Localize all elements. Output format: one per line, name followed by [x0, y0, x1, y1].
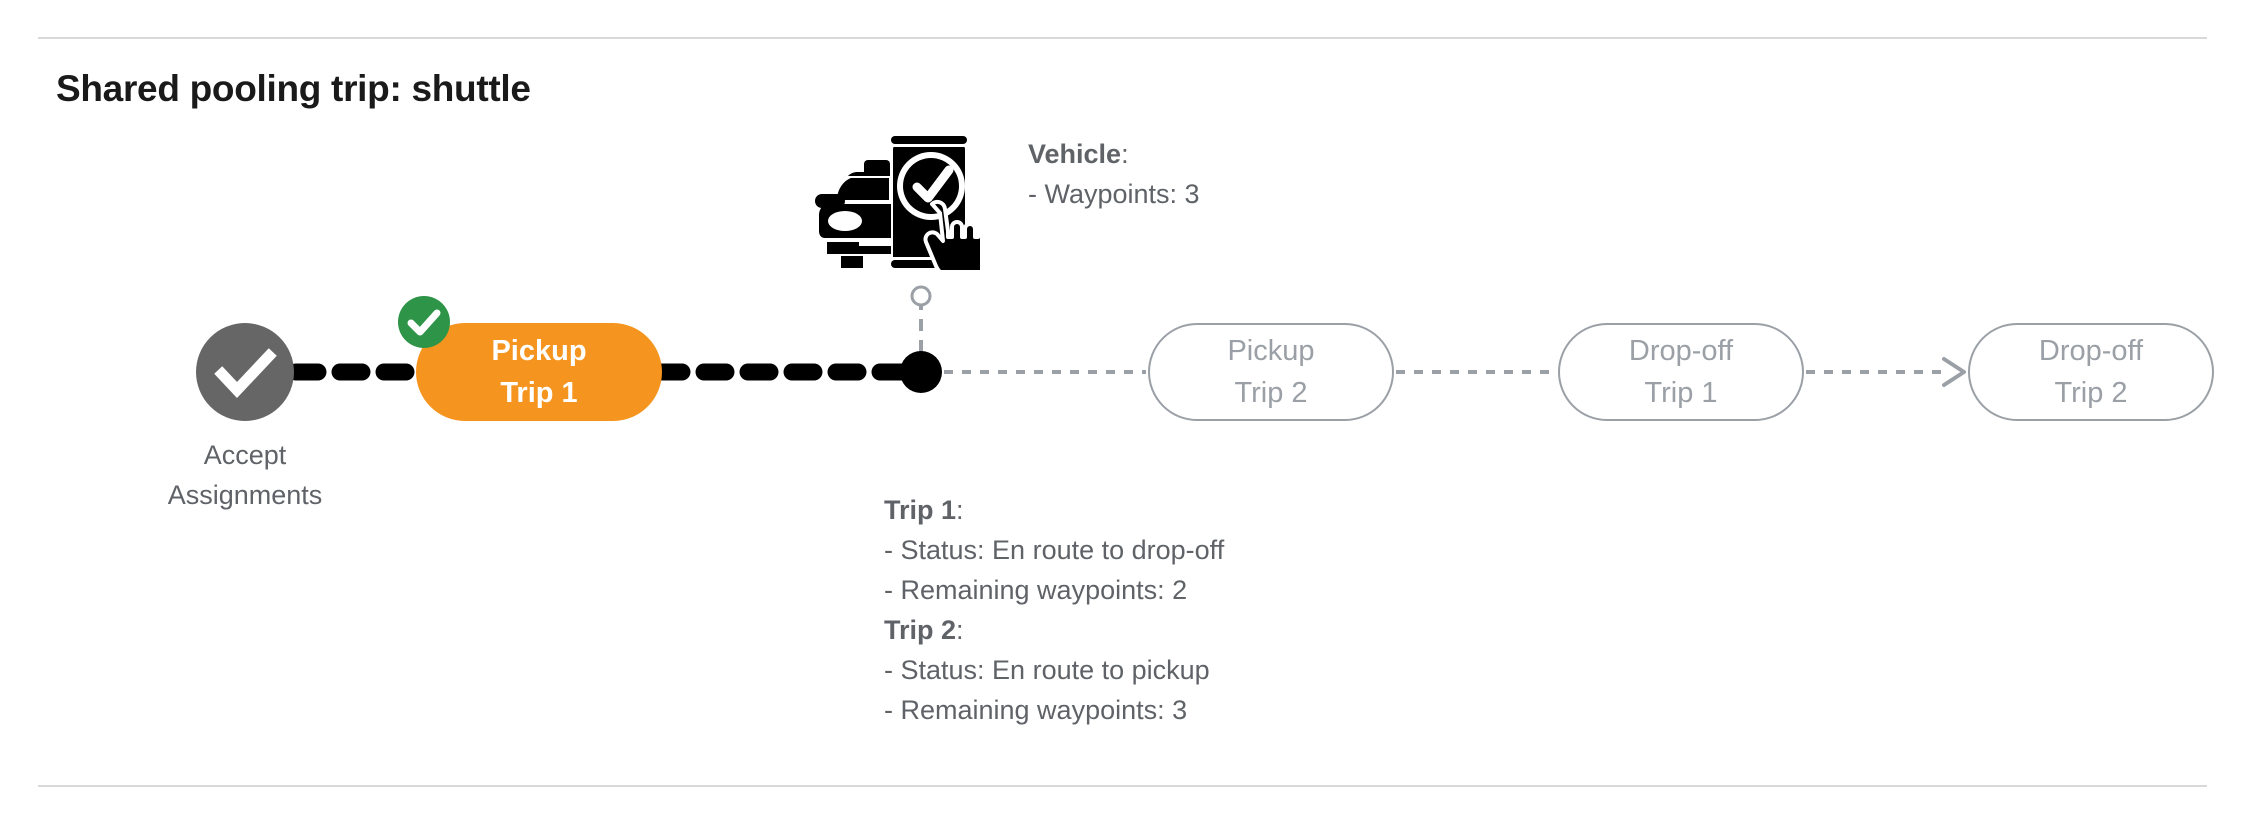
- page-title: Shared pooling trip: shuttle: [56, 68, 531, 109]
- trip1-heading: Trip 1:: [884, 490, 1224, 530]
- trip2-status-value: En route to pickup: [992, 655, 1210, 685]
- node-dropoff-trip-2[interactable]: Drop-off Trip 2: [1968, 323, 2214, 421]
- trip-info-block: Trip 1: - Status: En route to drop-off -…: [884, 490, 1224, 730]
- accept-check-circle: [196, 323, 294, 421]
- trip2-waypoints-value: 3: [1172, 695, 1188, 725]
- node-pickup-trip-1[interactable]: Pickup Trip 1: [416, 323, 662, 421]
- trip1-heading-colon: :: [956, 495, 964, 525]
- dropoff-trip-1-line2: Trip 1: [1644, 377, 1718, 409]
- vehicle-waypoints-label: - Waypoints:: [1028, 179, 1185, 209]
- trip1-status: - Status: En route to drop-off: [884, 530, 1224, 570]
- vehicle-app-check-icon: [815, 118, 990, 280]
- pickup-trip-2-line2: Trip 2: [1234, 377, 1308, 409]
- trip1-heading-text: Trip 1: [884, 495, 957, 525]
- trip2-waypoints-label: - Remaining waypoints:: [884, 695, 1173, 725]
- vehicle-info-heading: Vehicle:: [1028, 134, 1200, 174]
- top-divider: [38, 37, 2207, 39]
- trip2-waypoints: - Remaining waypoints: 3: [884, 690, 1224, 730]
- accept-assignments-label: Accept Assignments: [106, 435, 384, 515]
- dropoff-trip-2-line1: Drop-off: [2038, 335, 2144, 367]
- vehicle-app-check-glyph: [815, 136, 990, 280]
- vehicle-info-heading-colon: :: [1121, 139, 1129, 169]
- vehicle-waypoints-value: 3: [1184, 179, 1200, 209]
- node-pickup-trip-2[interactable]: Pickup Trip 2: [1148, 323, 1394, 421]
- pickup-trip-1-completed-badge: [398, 296, 450, 348]
- trip1-waypoints: - Remaining waypoints: 2: [884, 570, 1224, 610]
- node-accept-assignments[interactable]: Accept Assignments: [168, 323, 322, 510]
- accept-label-line2: Assignments: [167, 480, 323, 510]
- node-dropoff-trip-1[interactable]: Drop-off Trip 1: [1558, 323, 1804, 421]
- arrowhead-icon: [1942, 357, 1966, 387]
- pickup-trip-2-line1: Pickup: [1227, 335, 1315, 367]
- trip2-heading-text: Trip 2: [884, 615, 957, 645]
- dropoff-trip-1-line1: Drop-off: [1628, 335, 1734, 367]
- trip2-heading-colon: :: [956, 615, 964, 645]
- bottom-divider: [38, 785, 2207, 787]
- pickup-trip-1-line2: Trip 1: [500, 377, 578, 409]
- trip1-status-label: - Status:: [884, 535, 993, 565]
- trip2-heading: Trip 2:: [884, 610, 1224, 650]
- trip1-waypoints-label: - Remaining waypoints:: [884, 575, 1173, 605]
- dropoff-trip-2-line2: Trip 2: [2054, 377, 2128, 409]
- trip2-status: - Status: En route to pickup: [884, 650, 1224, 690]
- check-circle-icon: [214, 348, 277, 399]
- vehicle-position-marker[interactable]: [900, 351, 942, 393]
- vehicle-info-block: Vehicle: - Waypoints: 3: [1028, 134, 1200, 214]
- vehicle-info-waypoints: - Waypoints: 3: [1028, 174, 1200, 214]
- trip1-waypoints-value: 2: [1172, 575, 1188, 605]
- check-badge-icon: [407, 309, 441, 336]
- trip2-status-label: - Status:: [884, 655, 993, 685]
- vehicle-info-heading-text: Vehicle: [1028, 139, 1122, 169]
- trip1-status-value: En route to drop-off: [992, 535, 1225, 565]
- pickup-trip-1-line1: Pickup: [491, 335, 587, 367]
- accept-label-line1: Accept: [203, 440, 287, 470]
- vehicle-leader-endpoint-icon: [910, 285, 932, 307]
